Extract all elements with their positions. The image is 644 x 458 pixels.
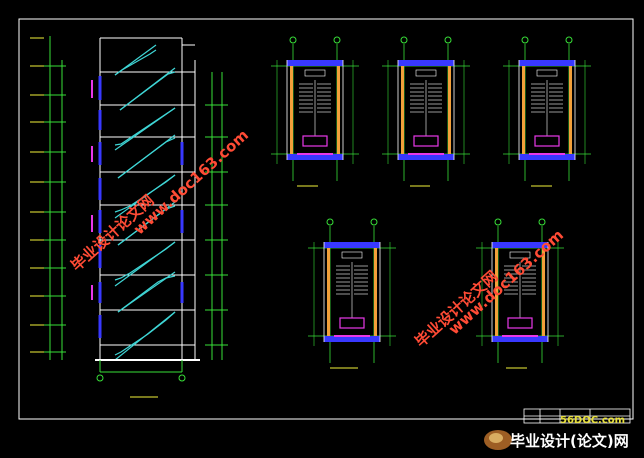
plan-drawing-2 [381, 36, 471, 182]
stair-section-drawing [30, 36, 228, 398]
site-logo [484, 430, 512, 450]
logo-title-text: 毕业设计(论文)网 [510, 432, 629, 450]
title-block [523, 408, 631, 424]
plan-captions [297, 185, 552, 369]
plan-drawing-1 [270, 36, 360, 182]
plan-drawing-3 [502, 36, 592, 182]
drawing-frame [18, 18, 634, 420]
logo-site-text: 56DOC.com [560, 415, 626, 426]
plan-drawing-4 [307, 218, 397, 364]
